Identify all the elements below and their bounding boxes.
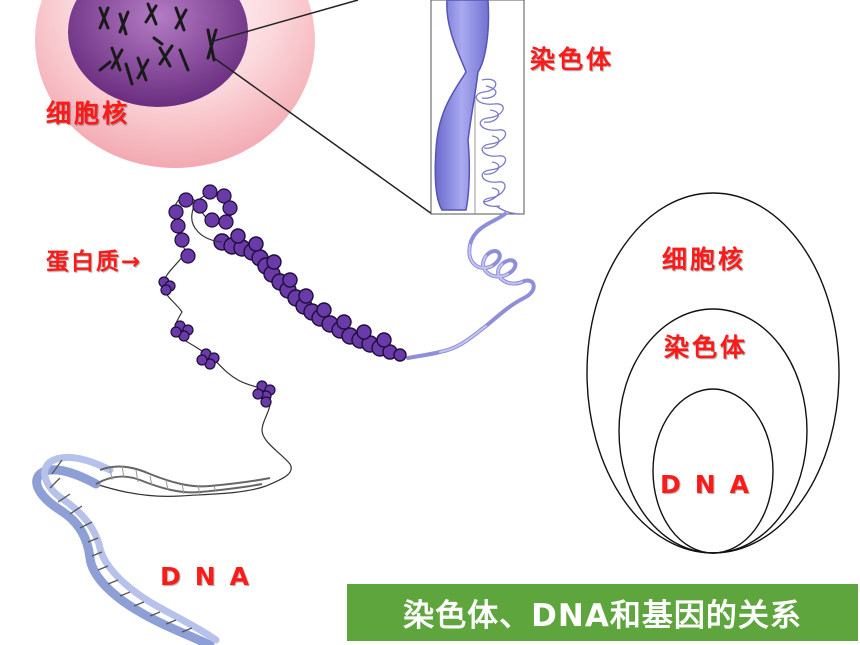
label-chromosome: 染色体 bbox=[530, 45, 615, 74]
nucleosome-beads bbox=[95, 184, 292, 497]
chromosome-closeup bbox=[430, 0, 525, 215]
mini-chromosomes bbox=[98, 2, 218, 86]
supercoil-fiber bbox=[406, 212, 536, 360]
nested-label-dna: DNA bbox=[660, 470, 764, 499]
label-protein: 蛋白质→ bbox=[46, 249, 143, 275]
cell-nucleus bbox=[35, 0, 315, 168]
coiled-chromatin bbox=[475, 78, 507, 207]
nested-label-chromosome: 染色体 bbox=[664, 333, 749, 362]
page-title: 染色体、DNA和基因的关系 bbox=[403, 598, 802, 634]
ellipse-dna bbox=[652, 388, 774, 554]
nested-relationship-diagram bbox=[586, 192, 840, 554]
title-banner: 染色体、DNA和基因的关系 bbox=[347, 584, 858, 641]
nested-label-nucleus: 细胞核 bbox=[662, 245, 747, 274]
label-dna: DNA bbox=[160, 562, 264, 591]
label-nucleus: 细胞核 bbox=[46, 99, 131, 128]
solenoid-fiber bbox=[213, 228, 407, 362]
dna-double-helix bbox=[32, 453, 271, 645]
